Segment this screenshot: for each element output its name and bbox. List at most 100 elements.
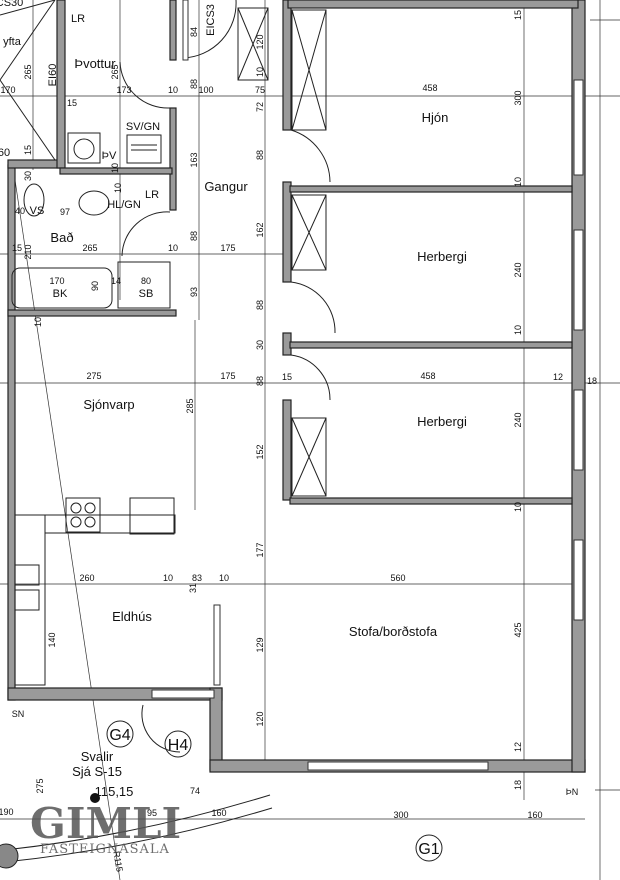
dimension-label: 560 <box>390 573 405 583</box>
dimension-label: 10 <box>168 243 178 253</box>
label-ics30: ICS30 <box>0 0 23 9</box>
dimension-label: 95 <box>147 808 157 818</box>
dimension-labels: 170 173 10 100 75 15 458 265 10 175 15 2… <box>0 10 597 820</box>
svg-text:FASTEIGNASALA: FASTEIGNASALA <box>40 842 170 857</box>
dimension-label: 175 <box>220 371 235 381</box>
dimension-label: 160 <box>527 810 542 820</box>
dimension-label: 160 <box>211 808 226 818</box>
dimension-label: 88 <box>255 150 265 160</box>
label-lyfta: yfta <box>3 36 22 48</box>
elevator-shaft <box>0 0 56 161</box>
label-r115: R115 <box>111 850 124 872</box>
dimension-label: 140 <box>47 632 57 647</box>
dimension-label: 88 <box>255 376 265 386</box>
label-sb: SB <box>139 288 154 300</box>
gimli-logo: GIMLI FASTEIGNASALA <box>30 799 181 857</box>
dimension-label: 173 <box>116 85 131 95</box>
dimension-label: 120 <box>255 34 265 49</box>
room-thvottur: Þvottur <box>74 56 116 71</box>
room-gangur: Gangur <box>204 179 248 194</box>
dimension-label: 10 <box>168 85 178 95</box>
dimension-label: 15 <box>282 372 292 382</box>
dimension-label: 75 <box>255 85 265 95</box>
dimension-label: 240 <box>513 262 523 277</box>
dimension-label: 80 <box>141 276 151 286</box>
dimension-label: 88 <box>189 79 199 89</box>
dimension-label: 31 <box>188 583 198 593</box>
label-lr-top: LR <box>71 13 85 25</box>
fixtures <box>0 132 273 869</box>
dimension-label: 10 <box>255 67 265 77</box>
dimension-label: 15 <box>23 145 33 155</box>
dimension-label: 40 <box>15 206 25 216</box>
dimension-label: 458 <box>420 371 435 381</box>
dimension-label: 88 <box>189 231 199 241</box>
windows <box>151 79 584 771</box>
dimension-label: 10 <box>163 573 173 583</box>
label-bk: BK <box>53 288 68 300</box>
room-herbergi-1: Herbergi <box>417 249 467 264</box>
dimension-label: 129 <box>255 637 265 652</box>
label-60: 60 <box>0 147 10 159</box>
dimension-label: 170 <box>0 85 15 95</box>
dimension-label: 12 <box>513 742 523 752</box>
label-hl-gn: HL/GN <box>107 199 141 211</box>
dimension-label: 120 <box>255 711 265 726</box>
label-ei60: EI60 <box>47 64 59 87</box>
room-eldhus: Eldhús <box>112 609 152 624</box>
dimension-label: 97 <box>60 207 70 217</box>
dimension-label: 285 <box>185 398 195 413</box>
label-sv-gn: SV/GN <box>126 121 160 133</box>
dimension-label: 175 <box>220 243 235 253</box>
dimension-label: 12 <box>553 372 563 382</box>
dimension-label: 10 <box>113 183 123 193</box>
label-eics3: EICS3 <box>205 4 217 36</box>
label-sn: SN <box>12 709 25 719</box>
dimension-label: 265 <box>110 64 120 79</box>
dimension-label: 10 <box>513 325 523 335</box>
dimension-label: 74 <box>190 786 200 796</box>
room-herbergi-2: Herbergi <box>417 414 467 429</box>
dimension-label: 88 <box>255 300 265 310</box>
level-marker: 115,15 <box>95 784 134 799</box>
dimension-label: 275 <box>35 778 45 793</box>
grid-marker-g4: G4 <box>106 720 134 748</box>
dimension-label: 10 <box>513 177 523 187</box>
label-lr-bath: LR <box>145 189 159 201</box>
dimension-label: 265 <box>82 243 97 253</box>
dimension-label: 84 <box>189 27 199 37</box>
svg-text:G1: G1 <box>418 841 439 858</box>
dimension-label: 100 <box>198 85 213 95</box>
dimension-label: 240 <box>513 412 523 427</box>
dimension-label: 30 <box>255 340 265 350</box>
dimension-label: 275 <box>86 371 101 381</box>
dimension-label: 458 <box>422 83 437 93</box>
dimension-label: 93 <box>189 287 199 297</box>
dimension-label: 260 <box>79 573 94 583</box>
dimension-label: 300 <box>513 90 523 105</box>
dimension-label: 14 <box>111 276 121 286</box>
dimension-label: 18 <box>587 376 597 386</box>
dimension-label: 18 <box>513 780 523 790</box>
dimension-label: 177 <box>255 542 265 557</box>
dimension-label: 210 <box>23 244 33 259</box>
dimension-label: 163 <box>189 152 199 167</box>
svg-text:G4: G4 <box>109 727 130 744</box>
wardrobes <box>237 7 327 497</box>
doors <box>119 0 336 753</box>
svalir-reference: Sjá S-15 <box>72 764 122 779</box>
dimension-label: 152 <box>255 444 265 459</box>
room-bad: Bað <box>50 230 73 245</box>
dimension-label: 90 <box>90 281 100 291</box>
dimension-label: 170 <box>49 276 64 286</box>
dimension-label: 10 <box>513 502 523 512</box>
label-thv: ÞV <box>102 150 117 162</box>
dimension-label: 15 <box>12 243 22 253</box>
dimension-label: 72 <box>255 102 265 112</box>
grid-marker-g1: G1 <box>415 834 443 862</box>
svg-text:H4: H4 <box>168 737 189 754</box>
svg-text:GIMLI: GIMLI <box>30 799 181 848</box>
dimension-label: 15 <box>67 98 77 108</box>
